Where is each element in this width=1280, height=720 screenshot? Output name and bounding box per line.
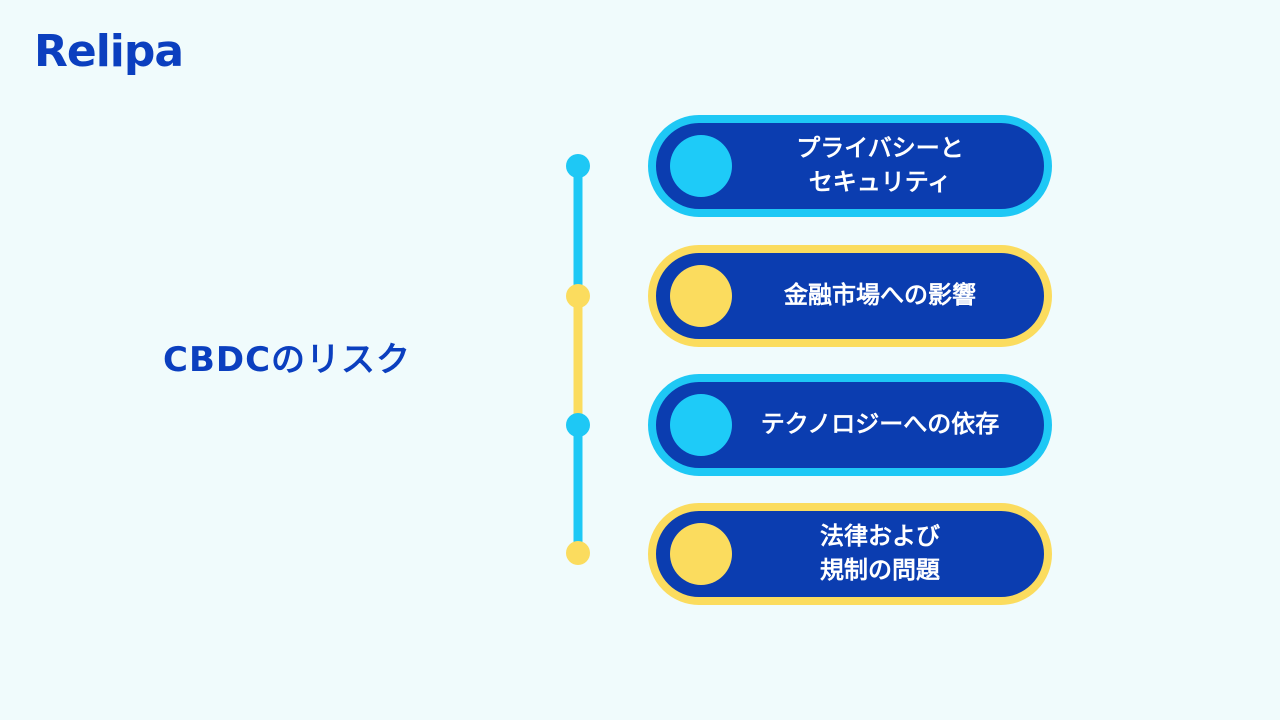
diagram-title: CBDCのリスク [163, 340, 412, 380]
card-circle-icon [670, 394, 732, 456]
timeline-node-2 [566, 284, 590, 308]
card-circle-icon [670, 265, 732, 327]
card-circle-icon [670, 135, 732, 197]
timeline-node-1 [566, 154, 590, 178]
risk-card-label: プライバシーと セキュリティ [796, 134, 964, 196]
risk-card-label: 法律および 規制の問題 [820, 522, 940, 584]
risk-card-financial-market: 金融市場への影響 [648, 245, 1052, 347]
relipa-logo: Relipa [34, 26, 184, 77]
risk-card-label: テクノロジーへの依存 [760, 410, 1000, 439]
risk-card-legal: 法律および 規制の問題 [648, 503, 1052, 605]
risk-card-privacy: プライバシーと セキュリティ [648, 115, 1052, 217]
timeline-node-4 [566, 541, 590, 565]
card-circle-icon [670, 523, 732, 585]
risk-card-technology: テクノロジーへの依存 [648, 374, 1052, 476]
timeline-node-3 [566, 413, 590, 437]
risk-card-label: 金融市場への影響 [784, 281, 976, 310]
